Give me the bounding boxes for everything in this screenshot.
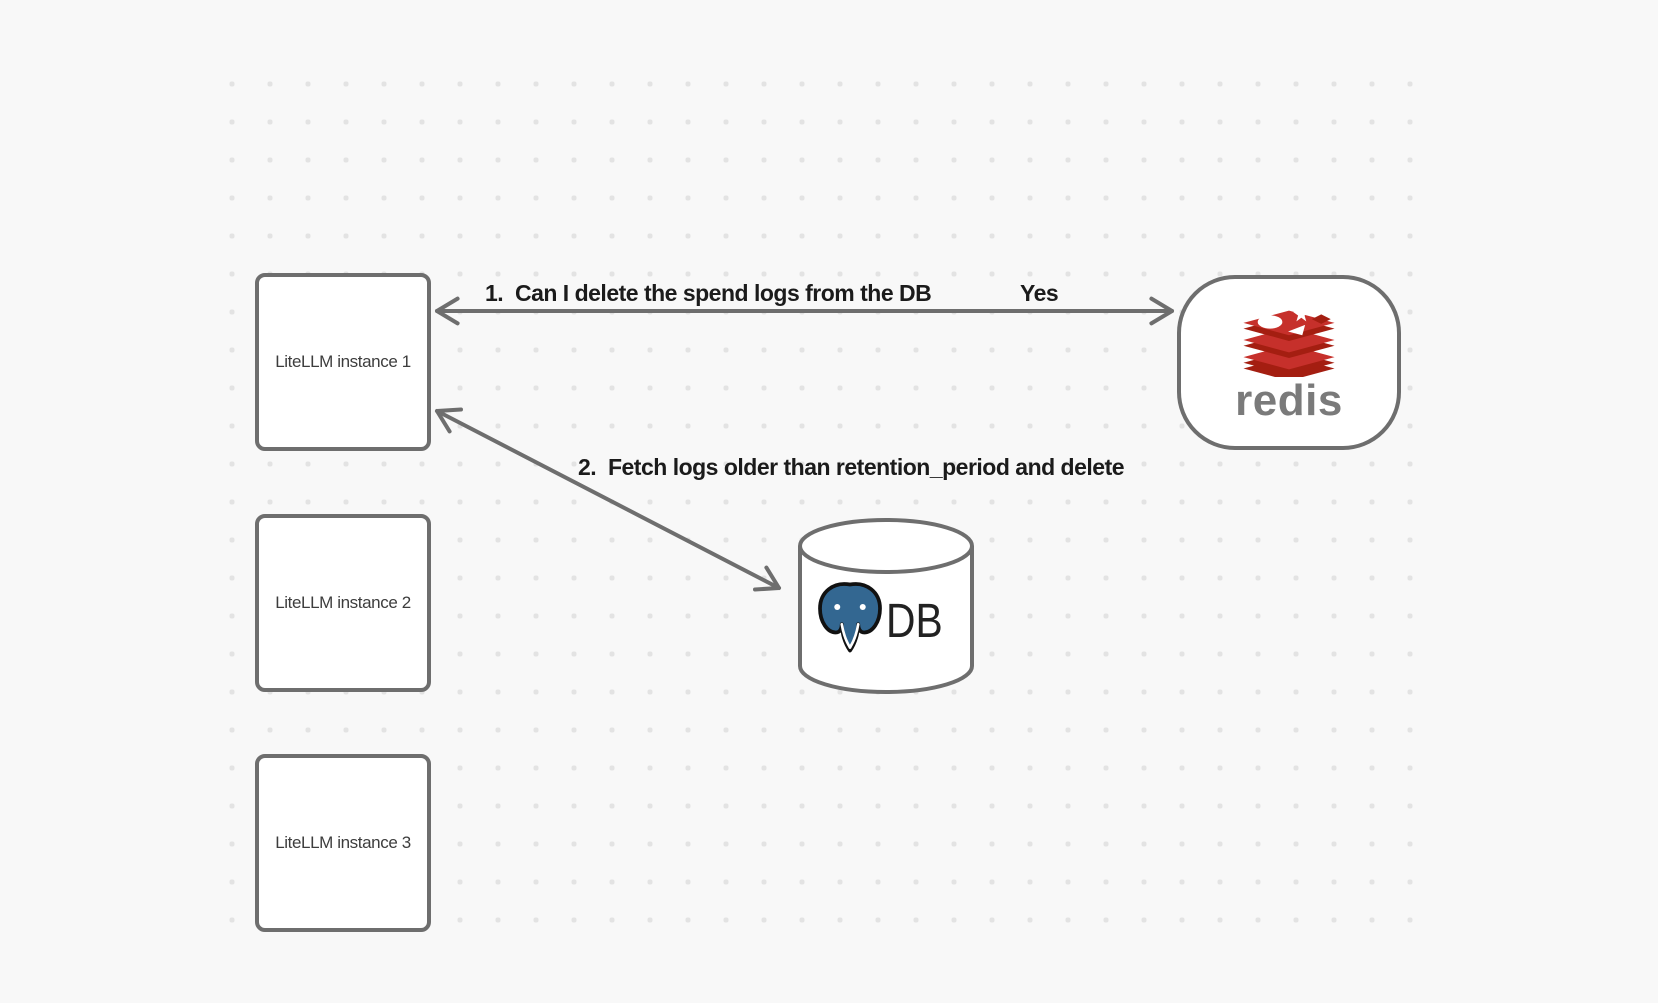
arrowhead-right-icon <box>1149 296 1174 326</box>
database-label: DB <box>886 595 943 648</box>
postgresql-elephant-icon <box>818 582 882 653</box>
node-litellm-instance-2[interactable]: LiteLLM instance 2 <box>255 514 431 692</box>
node-redis[interactable]: redis <box>1177 275 1401 450</box>
redis-star-shape <box>1293 305 1310 321</box>
arrowhead-upleft-icon <box>435 407 463 434</box>
node-litellm-instance-3[interactable]: LiteLLM instance 3 <box>255 754 431 932</box>
node-database[interactable]: DB <box>796 516 976 696</box>
node-label: LiteLLM instance 3 <box>275 833 411 852</box>
redis-cube-shape <box>1311 313 1331 324</box>
redis-icon <box>1243 305 1335 377</box>
node-litellm-instance-1[interactable]: LiteLLM instance 1 <box>255 273 431 451</box>
edge1-label: 1. Can I delete the spend logs from the … <box>485 280 932 306</box>
edge-line[interactable] <box>435 409 781 590</box>
redis-wordmark: redis <box>1235 375 1343 425</box>
redis-triangle-shape <box>1288 324 1306 335</box>
edge-litellm1-db[interactable] <box>435 407 781 592</box>
arrowhead-left-icon <box>435 296 460 326</box>
edge1-response-label: Yes <box>1020 280 1059 306</box>
edge-litellm1-redis[interactable] <box>435 296 1174 326</box>
arrowhead-downright-icon <box>753 565 781 592</box>
node-label: LiteLLM instance 2 <box>275 593 411 612</box>
node-label: LiteLLM instance 1 <box>275 352 411 371</box>
edge2-label: 2. Fetch logs older than retention_perio… <box>578 454 1125 480</box>
